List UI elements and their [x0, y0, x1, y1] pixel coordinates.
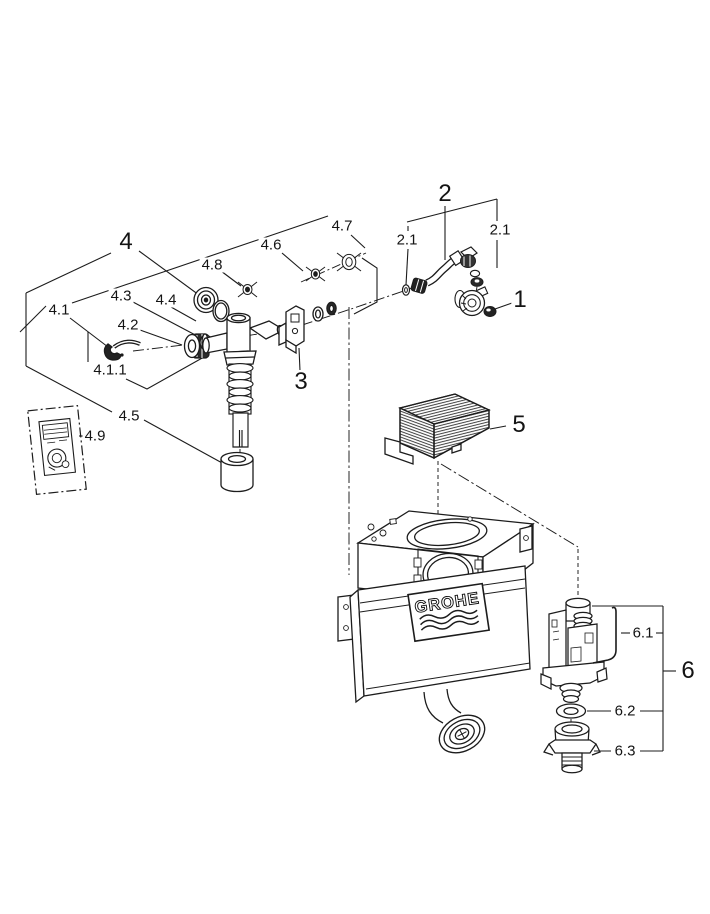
o-ring: [212, 299, 230, 323]
callout-label-4-4: 4.4: [153, 291, 179, 309]
box-mounting-foot: [384, 437, 414, 465]
cross-marked-screw: [237, 281, 258, 298]
callout-label-4-3: 4.3: [108, 287, 134, 305]
cross-marked-fitting-small: [305, 266, 326, 282]
callout-label-3: 3: [292, 368, 310, 395]
grohe-logo-waves: [419, 609, 480, 631]
callout-label-4-7: 4.7: [329, 217, 355, 235]
callout-bracket-part6: [79, 435, 676, 752]
grohe-logo: GROHE: [407, 582, 491, 643]
service-pack: [27, 404, 87, 496]
seal-washer: [555, 703, 587, 719]
callout-label-5: 5: [510, 411, 528, 438]
angle-stop-valve: [454, 286, 497, 317]
retaining-clip: [103, 339, 141, 361]
outlet-connector: [543, 721, 601, 774]
cross-marked-plug: [336, 252, 362, 272]
tank-outlet-elbow: [423, 688, 486, 754]
wall-bracket: [278, 301, 337, 355]
callout-label-2-1-right: 2.1: [487, 221, 513, 239]
fill-valve-assembly: [103, 252, 362, 493]
callout-label-4: 4: [117, 228, 135, 255]
callout-label-2-1-left: 2.1: [394, 231, 420, 249]
telescopic-tube: [226, 363, 254, 448]
callout-label-2: 2: [436, 180, 454, 207]
callout-label-1: 1: [511, 286, 529, 313]
callout-leader-lines-top-right: [405, 198, 513, 430]
callout-label-4-1: 4.1: [46, 301, 72, 319]
callout-label-4-2: 4.2: [115, 316, 141, 334]
protection-box: [384, 393, 491, 465]
valve-cap: [193, 286, 219, 314]
callout-label-6: 6: [679, 657, 697, 684]
supply-hose: [401, 246, 484, 296]
callout-label-4-9: 4.9: [82, 427, 108, 445]
outlet-cup: [220, 451, 254, 493]
bracket-washers: [312, 301, 337, 322]
flush-valve: [540, 597, 617, 704]
callout-label-4-6: 4.6: [258, 236, 284, 254]
callout-label-4-8: 4.8: [199, 256, 225, 274]
hose-washer: [469, 269, 481, 278]
callout-label-4-1-1: 4.1.1: [91, 361, 129, 379]
cistern-tank: GROHE: [337, 510, 535, 754]
callout-label-6-2: 6.2: [612, 702, 638, 720]
callout-label-4-5: 4.5: [116, 407, 142, 425]
callout-label-6-3: 6.3: [612, 742, 638, 760]
flush-valve-wire: [592, 606, 617, 664]
callout-label-6-1: 6.1: [630, 624, 656, 642]
valve-cap-plug: [483, 306, 497, 317]
